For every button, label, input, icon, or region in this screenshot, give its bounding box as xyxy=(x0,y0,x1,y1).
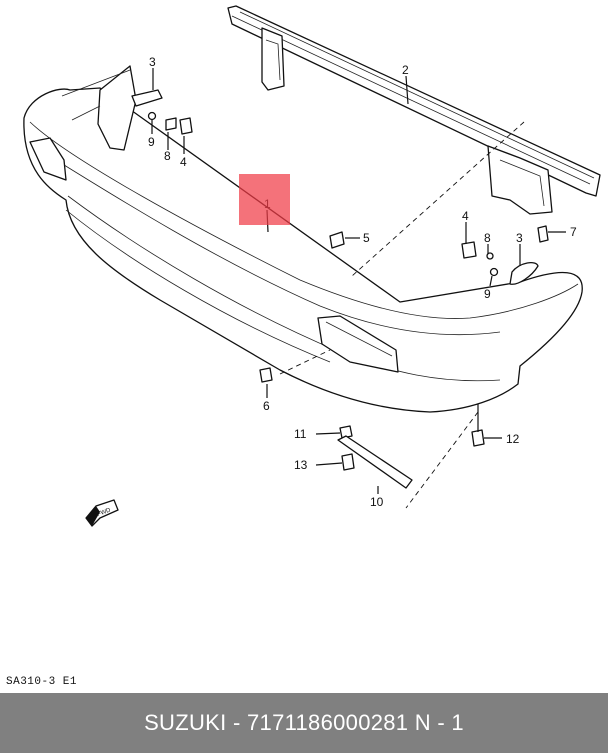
front-marker-text: FWD xyxy=(97,507,113,518)
callout-8-left: 8 xyxy=(164,149,171,163)
leader-lines xyxy=(151,68,566,494)
callout-8-right: 8 xyxy=(484,231,491,245)
callout-5: 5 xyxy=(363,231,370,245)
callout-13: 13 xyxy=(294,458,308,472)
callout-2: 2 xyxy=(402,63,409,77)
drawing-code-label: SA310-3 E1 xyxy=(6,676,78,688)
callout-3-left: 3 xyxy=(149,55,156,69)
alignment-lines xyxy=(279,121,525,509)
callout-4-right: 4 xyxy=(462,209,469,223)
part-highlight-marker xyxy=(239,174,290,225)
callout-3-right: 3 xyxy=(516,231,523,245)
callout-labels: 1 2 3 3 4 4 5 6 7 8 8 9 9 10 11 12 13 xyxy=(148,55,577,509)
callout-9-right: 9 xyxy=(484,287,491,301)
fasteners xyxy=(131,89,549,489)
callout-9-left: 9 xyxy=(148,135,155,149)
parts-diagram: 1 2 3 3 4 4 5 6 7 8 8 9 9 10 11 12 13 FW… xyxy=(23,5,601,527)
callout-10: 10 xyxy=(370,495,384,509)
callout-6: 6 xyxy=(263,399,270,413)
callout-12: 12 xyxy=(506,432,520,446)
callout-4-left: 4 xyxy=(180,155,187,169)
callout-11: 11 xyxy=(294,427,307,441)
front-direction-marker: FWD xyxy=(85,499,119,527)
reinforcement-bar xyxy=(227,5,601,215)
callout-7: 7 xyxy=(570,225,577,239)
bumper-body xyxy=(23,65,583,413)
footer-bar: SUZUKI - 7171186000281 N - 1 xyxy=(0,693,608,753)
footer-part-number: SUZUKI - 7171186000281 N - 1 xyxy=(144,710,464,735)
